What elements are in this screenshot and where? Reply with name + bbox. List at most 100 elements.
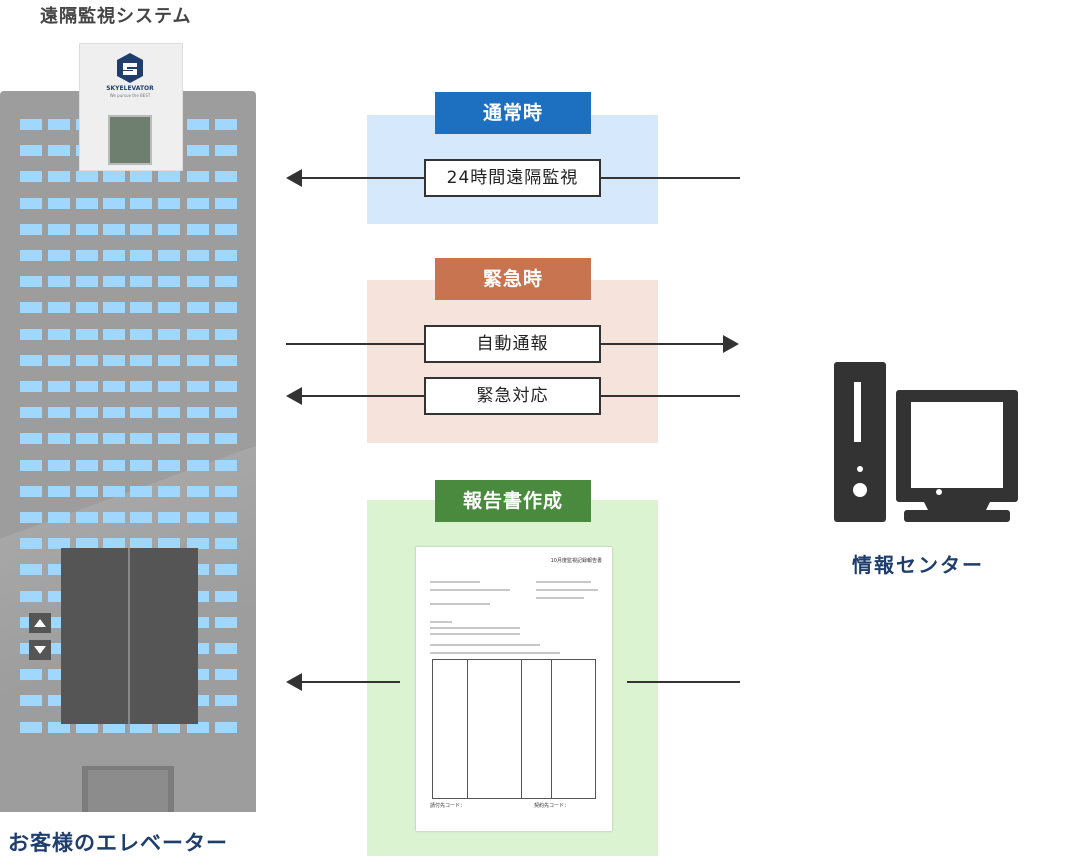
window-pane (187, 171, 209, 183)
elevator-door-split (128, 548, 130, 724)
window-pane (76, 433, 98, 445)
window-pane (187, 616, 209, 628)
window-pane (158, 197, 180, 209)
window-pane (215, 643, 237, 654)
window-pane (215, 721, 237, 733)
window-pane (20, 119, 42, 130)
window-pane (158, 171, 180, 183)
window-pane (20, 433, 42, 445)
window-pane (103, 223, 125, 235)
report-text-line (430, 652, 560, 654)
window-pane (215, 354, 237, 366)
elevator-title: お客様のエレベーター (8, 831, 228, 855)
window-pane (130, 485, 152, 497)
window-pane (20, 695, 42, 707)
window-pane (76, 328, 98, 340)
window-pane (215, 250, 237, 261)
window-pane (20, 328, 42, 340)
arrow-left-icon (286, 673, 302, 691)
window-pane (48, 616, 70, 628)
window-pane (130, 354, 152, 366)
window-pane (158, 276, 180, 288)
window-pane (20, 354, 42, 366)
report-text-line (536, 581, 591, 583)
window-pane (215, 328, 237, 340)
window-pane (103, 171, 125, 183)
window-pane (103, 197, 125, 209)
window-pane (20, 538, 42, 550)
window-pane (158, 433, 180, 445)
window-pane (76, 302, 98, 314)
report-text-line (430, 644, 540, 646)
report-text-line (536, 589, 598, 591)
window-pane (158, 721, 180, 733)
report-text-line (430, 621, 452, 623)
entrance-glass (88, 770, 168, 812)
report-code-right: 契約先コード： (534, 803, 570, 809)
window-pane (20, 590, 42, 602)
window-pane (215, 407, 237, 419)
window-pane (76, 354, 98, 366)
window-pane (187, 354, 209, 366)
window-pane (130, 328, 152, 340)
report-text-line (536, 597, 584, 599)
flow-emergency-response: 緊急対応 (424, 377, 601, 415)
report-text-line (430, 589, 510, 591)
window-pane (76, 197, 98, 209)
flow-line-report-left (300, 681, 400, 683)
window-pane (187, 250, 209, 261)
arrow-right-icon (723, 335, 739, 353)
window-pane (103, 354, 125, 366)
window-pane (76, 276, 98, 288)
window-pane (76, 512, 98, 523)
window-pane (158, 381, 180, 392)
window-pane (48, 512, 70, 523)
window-pane (158, 302, 180, 314)
window-pane (76, 459, 98, 471)
window-pane (20, 407, 42, 419)
window-pane (187, 590, 209, 602)
window-pane (215, 590, 237, 602)
window-pane (20, 250, 42, 261)
window-pane (187, 223, 209, 235)
window-pane (48, 459, 70, 471)
report-title: 10月度監視記録報告書 (550, 558, 602, 564)
window-pane (76, 171, 98, 183)
window-pane (20, 381, 42, 392)
window-pane (130, 302, 152, 314)
window-pane (48, 171, 70, 183)
zone-report-label: 報告書作成 (435, 480, 591, 522)
window-pane (215, 512, 237, 523)
window-pane (20, 564, 42, 576)
desktop-computer-icon (834, 362, 1018, 522)
window-pane (130, 171, 152, 183)
window-pane (187, 512, 209, 523)
window-pane (158, 538, 180, 550)
window-pane (103, 250, 125, 261)
system-title: 遠隔監視システム (40, 6, 192, 27)
window-pane (215, 145, 237, 157)
window-pane (187, 433, 209, 445)
window-pane (103, 328, 125, 340)
window-pane (48, 669, 70, 681)
panel-tagline: We pursue the BEST (109, 93, 151, 98)
window-pane (76, 721, 98, 733)
window-pane (103, 381, 125, 392)
report-text-line (430, 633, 520, 635)
window-pane (20, 721, 42, 733)
window-pane (215, 433, 237, 445)
window-pane (76, 407, 98, 419)
window-pane (187, 459, 209, 471)
window-pane (215, 485, 237, 497)
window-pane (215, 381, 237, 392)
window-pane (48, 197, 70, 209)
window-pane (20, 302, 42, 314)
window-pane (76, 250, 98, 261)
window-pane (130, 381, 152, 392)
window-pane (130, 197, 152, 209)
window-pane (20, 171, 42, 183)
window-pane (48, 223, 70, 235)
flow-line-report-right (627, 681, 740, 683)
window-pane (215, 564, 237, 576)
window-pane (103, 721, 125, 733)
